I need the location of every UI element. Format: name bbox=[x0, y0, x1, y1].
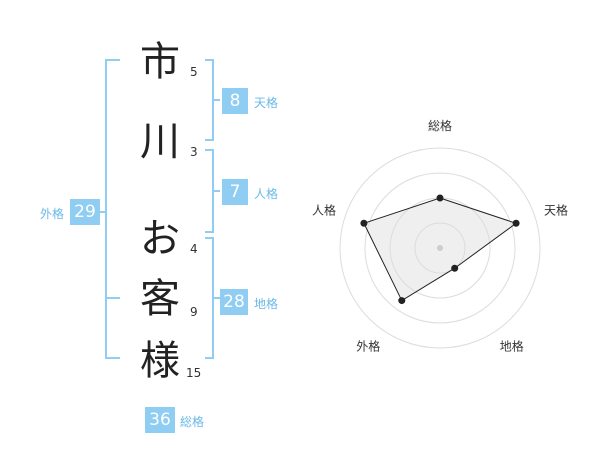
jinkaku-value: 7 bbox=[222, 179, 248, 205]
radar-point-5 bbox=[360, 219, 368, 227]
radar-ring bbox=[364, 172, 516, 324]
name-char-1: 市 bbox=[140, 39, 180, 85]
radar-ring bbox=[414, 222, 466, 274]
stroke-count-1: 5 bbox=[190, 65, 198, 79]
tenkaku-value: 8 bbox=[222, 88, 248, 114]
stroke-count-3: 4 bbox=[190, 242, 198, 256]
stroke-count-4: 9 bbox=[190, 305, 198, 319]
gaikaku-value: 29 bbox=[70, 199, 100, 225]
radar-axis-label-5: 人格 bbox=[312, 202, 336, 217]
name-char-4: 客 bbox=[140, 276, 180, 322]
jinkaku-label: 人格 bbox=[254, 187, 279, 201]
name-char-5: 様 bbox=[140, 338, 180, 384]
radar-point-3 bbox=[451, 264, 459, 272]
radar-center bbox=[437, 245, 443, 251]
radar-ring bbox=[339, 147, 541, 349]
gaikaku-label: 外格 bbox=[40, 207, 65, 221]
radar-point-2 bbox=[512, 219, 520, 227]
chikaku-value: 28 bbox=[220, 289, 248, 315]
name-char-2: 川 bbox=[140, 119, 180, 165]
radar-axis-label-1: 総格 bbox=[428, 118, 452, 133]
tenkaku-label: 天格 bbox=[254, 96, 279, 110]
chikaku-label: 地格 bbox=[254, 297, 279, 311]
soukaku-value: 36 bbox=[145, 407, 175, 433]
name-char-3: お bbox=[140, 216, 180, 262]
radar-axis-label-2: 天格 bbox=[544, 202, 568, 217]
radar-axis-label-3: 地格 bbox=[500, 339, 524, 354]
gaikaku-bracket bbox=[105, 59, 120, 359]
stroke-count-2: 3 bbox=[190, 145, 198, 159]
radar-point-1 bbox=[436, 194, 444, 202]
radar-axis-label-4: 外格 bbox=[356, 339, 380, 354]
radar-point-4 bbox=[398, 297, 406, 305]
soukaku-label: 総格 bbox=[180, 415, 205, 429]
stroke-count-5: 15 bbox=[186, 366, 202, 380]
